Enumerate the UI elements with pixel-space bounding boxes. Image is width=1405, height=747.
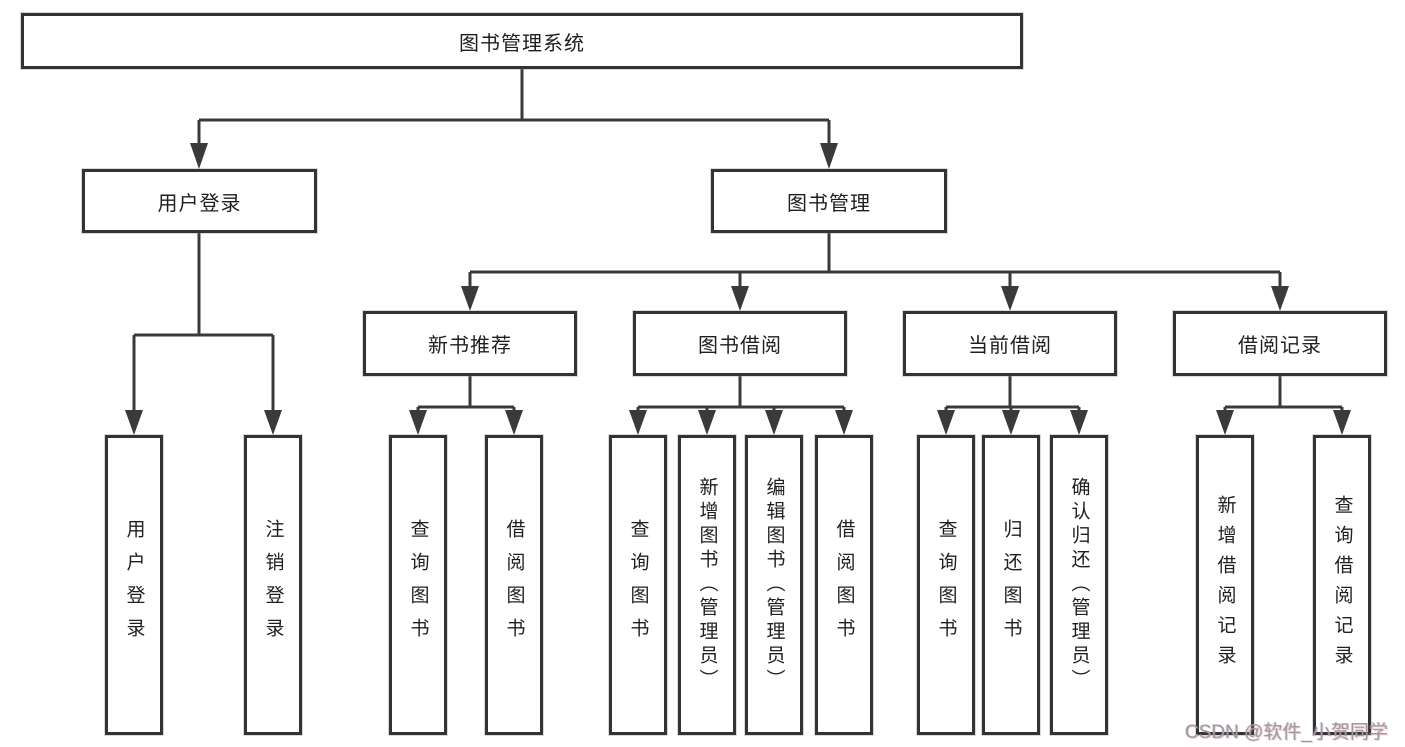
leaf-user-login-label: 用户登录	[123, 519, 145, 651]
node-book-borrow-label: 图书借阅	[698, 335, 782, 357]
node-book-management: 图书管理	[711, 169, 947, 233]
node-new-book-recommend: 新书推荐	[363, 311, 577, 376]
node-user-login: 用户登录	[82, 169, 317, 233]
leaf-query-book-recommend: 查询图书	[389, 435, 447, 735]
leaf-query-borrow-record: 查询借阅记录	[1313, 435, 1371, 735]
node-current-borrow: 当前借阅	[903, 311, 1117, 376]
node-root-system: 图书管理系统	[21, 13, 1023, 69]
leaf-borrow-book-recommend-label: 借阅图书	[503, 519, 525, 651]
leaf-borrow-book: 借阅图书	[815, 435, 873, 735]
leaf-add-borrow-record-label: 新增借阅记录	[1214, 495, 1236, 675]
leaf-borrow-book-recommend: 借阅图书	[485, 435, 543, 735]
leaf-query-book-borrow: 查询图书	[609, 435, 667, 735]
leaf-edit-book-admin: 编辑图书（管理员）	[745, 435, 803, 735]
leaf-borrow-book-label: 借阅图书	[833, 519, 855, 651]
csdn-watermark: CSDN @软件_小贺同学	[1185, 722, 1388, 743]
leaf-edit-book-admin-label: 编辑图书（管理员）	[763, 477, 785, 693]
leaf-confirm-return-admin-label: 确认归还（管理员）	[1068, 477, 1090, 693]
leaf-user-login: 用户登录	[105, 435, 163, 735]
leaf-query-borrow-record-label: 查询借阅记录	[1331, 495, 1353, 675]
leaf-add-book-admin-label: 新增图书（管理员）	[696, 477, 718, 693]
leaf-query-book-current-label: 查询图书	[935, 519, 957, 651]
leaf-query-book-current: 查询图书	[917, 435, 975, 735]
leaf-confirm-return-admin: 确认归还（管理员）	[1050, 435, 1108, 735]
leaf-return-book-label: 归还图书	[1000, 519, 1022, 651]
node-user-login-label: 用户登录	[157, 192, 242, 215]
leaf-add-book-admin: 新增图书（管理员）	[678, 435, 736, 735]
node-borrow-record-label: 借阅记录	[1238, 335, 1322, 357]
leaf-logout-label: 注销登录	[262, 519, 284, 651]
node-new-book-recommend-label: 新书推荐	[428, 335, 512, 357]
node-root-label: 图书管理系统	[459, 32, 585, 55]
node-borrow-record: 借阅记录	[1173, 311, 1387, 376]
node-book-borrow: 图书借阅	[633, 311, 847, 376]
leaf-query-book-recommend-label: 查询图书	[407, 519, 429, 651]
leaf-add-borrow-record: 新增借阅记录	[1196, 435, 1254, 735]
leaf-query-book-borrow-label: 查询图书	[627, 519, 649, 651]
node-current-borrow-label: 当前借阅	[968, 335, 1052, 357]
leaf-logout: 注销登录	[244, 435, 302, 735]
leaf-return-book: 归还图书	[982, 435, 1040, 735]
node-book-management-label: 图书管理	[787, 192, 871, 215]
